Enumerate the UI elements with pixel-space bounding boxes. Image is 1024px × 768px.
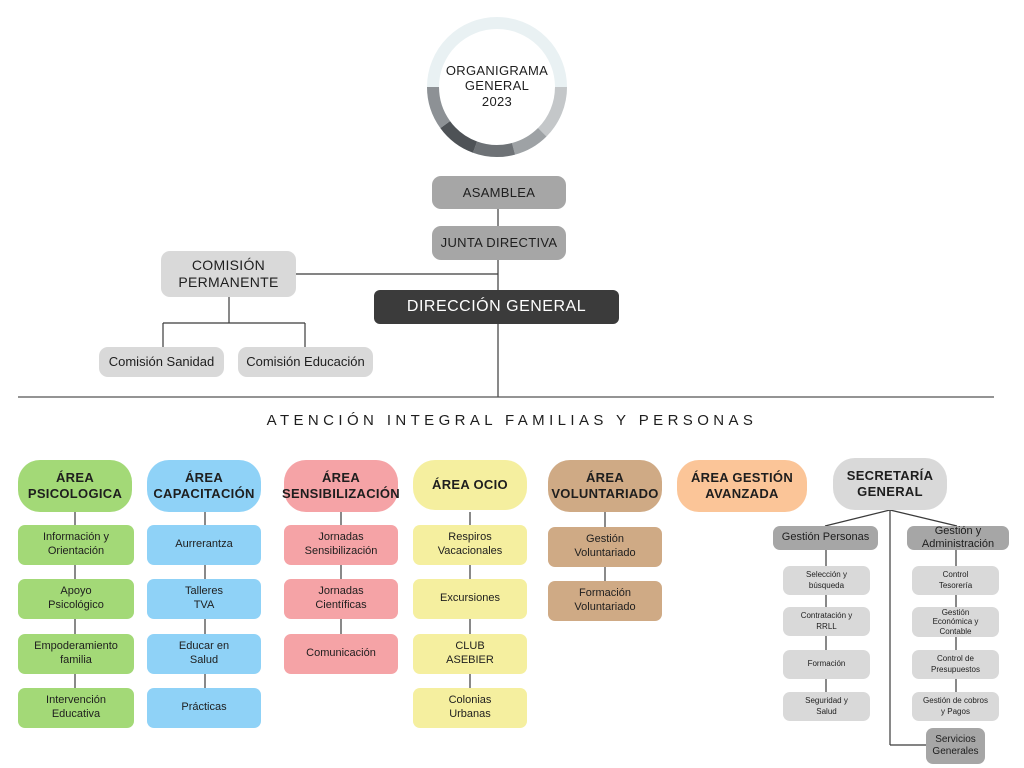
area-capacitacion-header: ÁREA CAPACITACIÓN [147,460,261,512]
gestion-personas-box: Gestión Personas [773,526,878,550]
psico-item-informacion: Información y Orientación [18,525,134,565]
personas-item-contratacion: Contratación y RRLL [783,607,870,636]
capac-item-aurrerantza: Aurrerantza [147,525,261,565]
area-gestion-avanzada-header: ÁREA GESTIÓN AVANZADA [677,460,807,512]
gestion-administracion-box: Gestión y Administración [907,525,1009,550]
asamblea-box: ASAMBLEA [432,176,566,209]
title-ring-graphic [427,17,567,157]
psico-item-apoyo: Apoyo Psicológico [18,579,134,619]
ocio-item-club: CLUB ASEBIER [413,634,527,674]
area-voluntariado-header: ÁREA VOLUNTARIADO [548,460,662,512]
admin-item-presupuestos: Control de Presupuestos [912,650,999,679]
comision-educacion-box: Comisión Educación [238,347,373,377]
capac-item-educar: Educar en Salud [147,634,261,674]
sensib-item-comunicacion: Comunicación [284,634,398,674]
area-psicologica-header: ÁREA PSICOLOGICA [18,460,132,512]
admin-item-tesoreria: Control Tesorería [912,566,999,595]
secretaria-general-header: SECRETARÍA GENERAL [833,458,947,510]
admin-item-cobros: Gestión de cobros y Pagos [912,692,999,721]
servicios-generales-box: Servicios Generales [926,728,985,764]
psico-item-intervencion: Intervención Educativa [18,688,134,728]
admin-item-economica: Gestión Económica y Contable [912,607,999,637]
ocio-item-colonias: Colonias Urbanas [413,688,527,728]
ocio-item-respiros: Respiros Vacacionales [413,525,527,565]
section-heading: ATENCIÓN INTEGRAL FAMILIAS Y PERSONAS [266,412,758,429]
personas-item-seguridad: Seguridad y Salud [783,692,870,721]
comision-sanidad-box: Comisión Sanidad [99,347,224,377]
area-sensibilizacion-header: ÁREA SENSIBILIZACIÓN [282,460,400,512]
ocio-item-excursiones: Excursiones [413,579,527,619]
junta-directiva-box: JUNTA DIRECTIVA [432,226,566,260]
organigram-title: ORGANIGRAMA GENERAL 2023 [445,34,549,138]
capac-item-talleres: Talleres TVA [147,579,261,619]
volunt-item-formacion: Formación Voluntariado [548,581,662,621]
sensib-item-jornadas-sensibilizacion: Jornadas Sensibilización [284,525,398,565]
psico-item-empoderamiento: Empoderamiento familia [18,634,134,674]
sensib-item-jornadas-cientificas: Jornadas Científicas [284,579,398,619]
direccion-general-box: DIRECCIÓN GENERAL [374,290,619,324]
volunt-item-gestion: Gestión Voluntariado [548,527,662,567]
capac-item-practicas: Prácticas [147,688,261,728]
personas-item-formacion: Formación [783,650,870,679]
personas-item-seleccion: Selección y búsqueda [783,566,870,595]
comision-permanente-box: COMISIÓN PERMANENTE [161,251,296,297]
area-ocio-header: ÁREA OCIO [413,460,527,510]
